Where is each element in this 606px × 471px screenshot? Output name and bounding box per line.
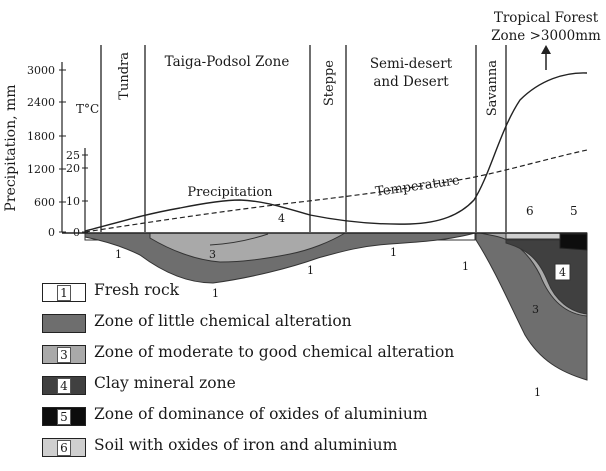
legend: 1 Fresh rock Zone of little chemical alt… [42,280,512,466]
temperature-tick-label: 25 [66,149,80,162]
legend-item: 3 Zone of moderate to good chemical alte… [42,342,512,373]
legend-item: Zone of little chemical alteration [42,311,512,342]
legend-number-text: 5 [57,408,71,425]
arrow-up-icon [541,45,551,70]
profile-label: 6 [526,204,534,218]
legend-label: Zone of little chemical alteration [94,312,352,330]
temperature-axis-label: T°C [76,102,99,116]
precip-tick-label: 1200 [27,163,55,176]
legend-number-text: 3 [57,346,71,363]
thin-left-line [209,233,269,246]
temperature-curve [84,149,588,233]
legend-swatch [42,314,86,333]
zone-label-tropical-forest: Tropical Forest [494,10,599,26]
precip-tick-label: 1800 [27,130,55,143]
legend-label: Zone of moderate to good chemical altera… [94,343,455,361]
zone-label-desert: Semi-desert [370,56,453,72]
profile-label: 3 [209,248,216,261]
profile-label: 1 [462,260,469,273]
profile-label: 1 [307,264,314,277]
legend-label: Soil with oxides of iron and aluminium [94,436,398,454]
legend-item: 5 Zone of dominance of oxides of alumini… [42,404,512,435]
moderate-alteration-zone-left [149,232,347,263]
zone-label-steppe: Steppe [322,60,337,106]
temperature-curve-label: Temperature [374,173,461,200]
precipitation-curve-label: Precipitation [187,185,273,200]
zone-label-tundra: Tundra [117,52,132,100]
profile-label: 1 [390,246,397,259]
legend-number-text: 6 [57,439,71,456]
profile-label: 1 [534,386,541,399]
legend-number: 4 [42,376,86,395]
clay-zone-number-box [554,263,571,281]
clay-mineral-zone [505,239,588,315]
legend-label: Fresh rock [94,281,180,299]
legend-number: 5 [42,407,86,426]
precip-tick-label: 3000 [27,64,55,77]
profile-label: 3 [532,303,539,316]
legend-item: 6 Soil with oxides of iron and aluminium [42,435,512,466]
legend-item: 1 Fresh rock [42,280,512,311]
legend-number: 6 [42,438,86,457]
precip-tick-label: 0 [48,226,55,239]
legend-number: 3 [42,345,86,364]
temperature-tick-label: 20 [66,162,80,175]
profile-label: 4 [559,266,566,279]
zone-label-savanna: Savanna [485,60,500,116]
temperature-tick-label: 10 [66,195,80,208]
zone-label-tropical-forest: Zone >3000mm [491,28,601,44]
legend-number: 1 [42,283,86,302]
y-axis-label: Precipitation, mm [3,84,19,211]
profile-label: 4 [278,212,285,225]
profile-label: 1 [212,287,219,300]
legend-number-text: 4 [57,377,71,394]
zone-label-desert: and Desert [373,74,449,90]
precip-tick-label: 2400 [27,96,55,109]
precipitation-curve [84,72,588,232]
profile-label: 1 [115,248,122,261]
zone-label-taiga: Taiga-Podsol Zone [165,54,290,70]
precip-ticks [59,69,66,233]
legend-number-text: 1 [57,284,71,301]
legend-item: 4 Clay mineral zone [42,373,512,404]
legend-label: Zone of dominance of oxides of aluminium [94,405,428,423]
legend-label: Clay mineral zone [94,374,236,392]
aluminium-oxide-zone [559,233,588,251]
iron-aluminium-soil-zone [505,232,561,240]
precip-tick-label: 600 [34,196,55,209]
profile-label: 5 [570,204,578,218]
